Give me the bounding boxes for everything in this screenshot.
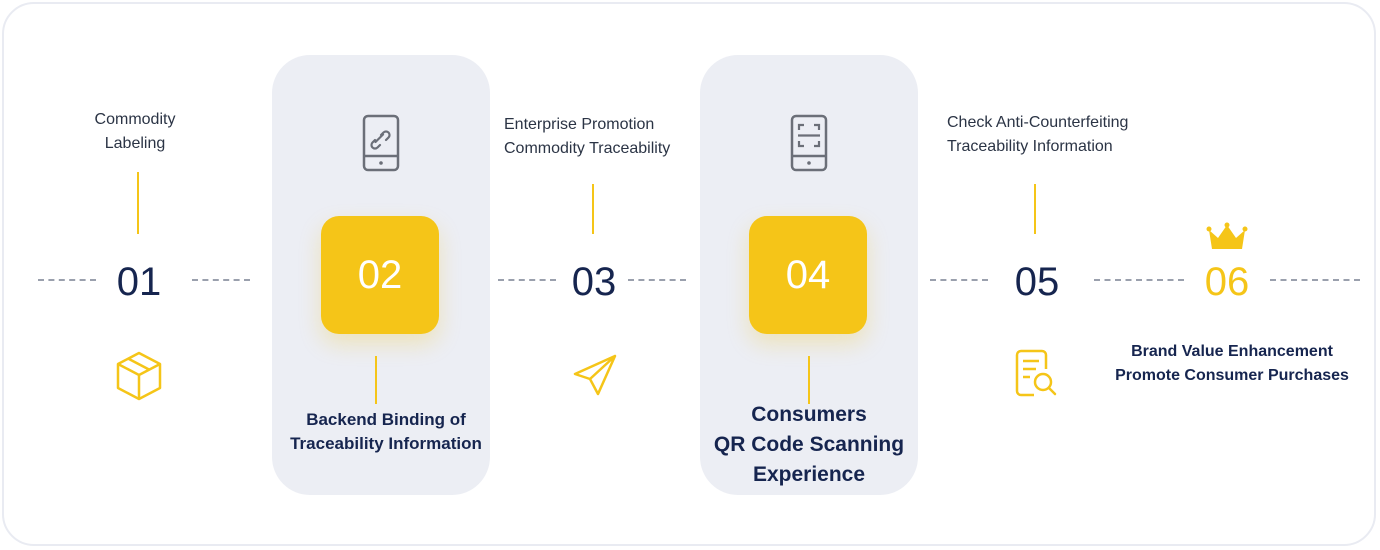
connector-dash — [1270, 279, 1360, 281]
step-06-label: Brand Value Enhancement Promote Consumer… — [1102, 340, 1362, 388]
step-06-number: 06 — [1204, 260, 1250, 304]
step-02-label-line: Backend Binding of — [306, 410, 466, 429]
step-04-connector — [808, 356, 810, 404]
step-06-label-line: Promote Consumer Purchases — [1115, 367, 1349, 384]
connector-dash — [38, 279, 96, 281]
step-01-label: Commodity Labeling — [75, 108, 195, 156]
step-01-connector — [137, 172, 139, 234]
step-02-connector — [375, 356, 377, 404]
step-01-number: 01 — [116, 260, 162, 304]
step-02-number: 02 — [357, 252, 403, 297]
step-04-number-box: 04 — [749, 216, 867, 334]
connector-dash — [498, 279, 556, 281]
paper-plane-icon — [572, 353, 618, 402]
step-05-number: 05 — [1014, 260, 1060, 304]
step-03-label-line: Commodity Traceability — [504, 140, 671, 157]
step-04-label-line: Experience — [752, 463, 866, 486]
connector-dash — [628, 279, 686, 281]
step-03-label-line: Enterprise Promotion — [504, 116, 655, 133]
box-icon — [114, 350, 164, 407]
step-05-label: Check Anti-Counterfeiting Traceability I… — [947, 111, 1157, 159]
document-search-icon — [1014, 349, 1058, 404]
step-04-label-line: Consumers — [751, 403, 867, 426]
step-01-label-line: Labeling — [104, 135, 166, 152]
step-03-connector — [592, 184, 594, 234]
step-03-label: Enterprise Promotion Commodity Traceabil… — [504, 113, 694, 161]
step-06-label-line: Brand Value Enhancement — [1131, 343, 1333, 360]
connector-dash — [930, 279, 988, 281]
crown-icon — [1206, 222, 1248, 257]
step-05-label-line: Traceability Information — [947, 138, 1113, 155]
step-04-label-line: QR Code Scanning — [713, 433, 905, 456]
connector-dash — [192, 279, 250, 281]
step-02-label-line: Traceability Information — [290, 434, 482, 453]
step-05-label-line: Check Anti-Counterfeiting — [947, 114, 1129, 131]
phone-scan-icon — [790, 114, 828, 177]
step-04-label: Consumers QR Code Scanning Experience — [700, 400, 918, 490]
step-05-connector — [1034, 184, 1036, 234]
step-03-number: 03 — [571, 260, 617, 304]
step-01-label-line: Commodity — [94, 111, 176, 128]
step-04-number: 04 — [785, 252, 831, 297]
step-02-number-box: 02 — [321, 216, 439, 334]
phone-link-icon — [362, 114, 400, 177]
step-02-label: Backend Binding of Traceability Informat… — [281, 408, 491, 456]
connector-dash — [1094, 279, 1184, 281]
